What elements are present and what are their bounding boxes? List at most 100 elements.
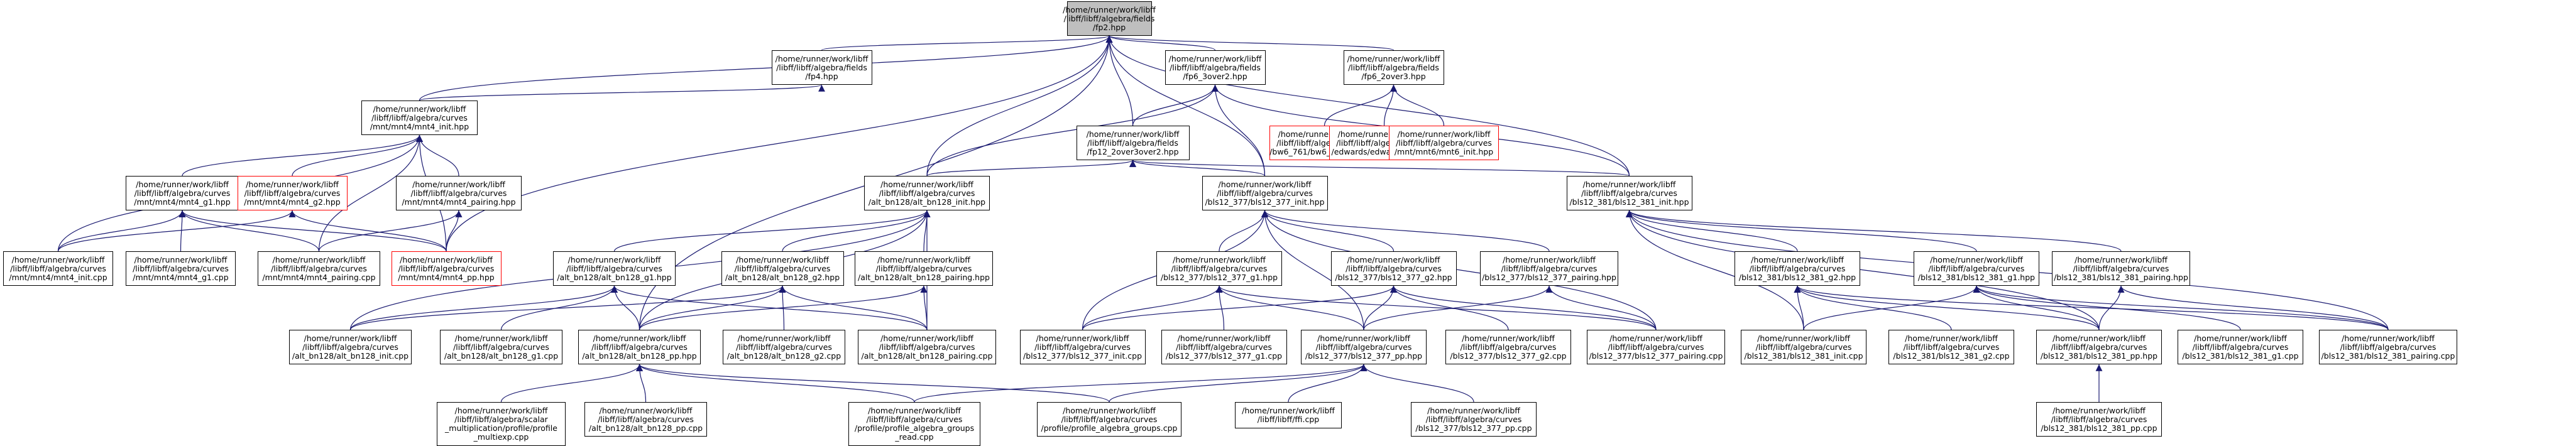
- graph-node-bn128-pairing-h[interactable]: /home/runner/work/libff /libff/libff/alg…: [855, 251, 993, 286]
- graph-edge-bn128-g1-h-to-bn128-init-h: [613, 210, 931, 252]
- graph-node-bn128-pp-cpp[interactable]: /home/runner/work/libff /libff/libff/alg…: [584, 402, 707, 437]
- graph-node-label: /home/runner/work/libff /libff/libff/alg…: [292, 333, 409, 361]
- graph-node-label: /home/runner/work/libff /libff/libff/alg…: [1917, 254, 2036, 282]
- graph-node-label: /home/runner/work/libff /libff/libff/alg…: [2321, 333, 2455, 361]
- graph-edge-bls377-pairing-h-to-bls377-init-h: [1261, 210, 1550, 252]
- graph-node-mnt4-g1-cpp[interactable]: /home/runner/work/libff /libff/libff/alg…: [126, 251, 236, 286]
- graph-node-fp4[interactable]: /home/runner/work/libff /libff/libff/alg…: [771, 50, 872, 85]
- graph-node-bn128-pairing-cpp[interactable]: /home/runner/work/libff /libff/libff/alg…: [858, 330, 996, 364]
- graph-node-bls377-pairing-h[interactable]: /home/runner/work/libff /libff/libff/alg…: [1480, 251, 1618, 286]
- graph-node-fp2: /home/runner/work/libff /libff/libff/alg…: [1063, 1, 1156, 36]
- graph-edge-mnt4-g1-h-to-mnt4-init: [182, 134, 423, 177]
- graph-node-bls381-init-cpp[interactable]: /home/runner/work/libff /libff/libff/alg…: [1741, 330, 1866, 364]
- graph-node-label: /home/runner/work/libff /libff/libff/alg…: [557, 254, 672, 282]
- graph-edge-bn128-init-cpp-to-bn128-g1-h: [349, 285, 618, 330]
- graph-node-bn128-init-h[interactable]: /home/runner/work/libff /libff/libff/alg…: [864, 176, 990, 210]
- graph-node-multiexp-cpp[interactable]: /home/runner/work/libff /libff/libff/alg…: [437, 402, 566, 446]
- graph-node-bls381-g2-h[interactable]: /home/runner/work/libff /libff/libff/alg…: [1735, 251, 1860, 286]
- graph-node-bls377-g2-cpp[interactable]: /home/runner/work/libff /libff/libff/alg…: [1445, 330, 1571, 364]
- graph-edge-bn128-init-h-to-fp2: [926, 35, 1113, 177]
- graph-node-label: /home/runner/work/libff /libff/libff/alg…: [1893, 333, 2010, 361]
- graph-edge-bls377-pairing-cpp-to-bls377-pairing-h: [1545, 285, 1657, 330]
- graph-node-groups-read-cpp[interactable]: /home/runner/work/libff /libff/libff/alg…: [848, 402, 980, 446]
- graph-edge-mnt4-pairing-cpp-to-mnt4-init: [318, 134, 423, 252]
- graph-edge-mnt4-pp-h-to-mnt4-g1-h: [178, 210, 447, 252]
- graph-node-bls381-pairing-cpp[interactable]: /home/runner/work/libff /libff/libff/alg…: [2319, 330, 2457, 364]
- graph-node-mnt4-init[interactable]: /home/runner/work/libff /libff/libff/alg…: [361, 101, 478, 135]
- graph-edge-mnt4-g2-h-to-mnt4-init: [292, 134, 423, 177]
- graph-node-mnt4-pairing-h[interactable]: /home/runner/work/libff /libff/libff/alg…: [396, 176, 522, 210]
- graph-edge-bls381-pairing-cpp-to-bls381-pairing-h: [2117, 285, 2389, 330]
- graph-node-bls381-pp-h[interactable]: /home/runner/work/libff /libff/libff/alg…: [2036, 330, 2162, 364]
- graph-node-label: /home/runner/work/libff /libff/libff/alg…: [1738, 254, 1856, 282]
- graph-node-bls381-g1-h[interactable]: /home/runner/work/libff /libff/libff/alg…: [1914, 251, 2039, 286]
- graph-node-bn128-g2-h[interactable]: /home/runner/work/libff /libff/libff/alg…: [721, 251, 844, 286]
- graph-node-label: /home/runner/work/libff /libff/libff/alg…: [262, 254, 376, 282]
- graph-node-mnt4-init-cpp[interactable]: /home/runner/work/libff /libff/libff/alg…: [3, 251, 113, 286]
- graph-edge-multiexp-cpp-to-bn128-pp-h: [500, 364, 643, 403]
- graph-node-ffi-cpp[interactable]: /home/runner/work/libff /libff/libff/ffi…: [1235, 402, 1342, 428]
- graph-node-fp6-3over2[interactable]: /home/runner/work/libff /libff/libff/alg…: [1165, 50, 1266, 85]
- graph-edge-bls377-pp-h-to-bls377-init-h: [1261, 210, 1364, 330]
- graph-node-fp12-2over3over2[interactable]: /home/runner/work/libff /libff/libff/alg…: [1076, 126, 1190, 160]
- graph-node-bls377-pairing-cpp[interactable]: /home/runner/work/libff /libff/libff/alg…: [1587, 330, 1725, 364]
- graph-node-bls377-init-h[interactable]: /home/runner/work/libff /libff/libff/alg…: [1202, 176, 1328, 210]
- graph-node-bls381-g2-cpp[interactable]: /home/runner/work/libff /libff/libff/alg…: [1888, 330, 2014, 364]
- graph-node-mnt4-g2-h[interactable]: /home/runner/work/libff /libff/libff/alg…: [237, 176, 348, 210]
- graph-node-label: /home/runner/work/libff /libff/libff/alg…: [1160, 254, 1278, 282]
- graph-edge-bls377-pairing-cpp-to-bls377-init-h: [1261, 210, 1657, 330]
- graph-node-mnt4-g1-h[interactable]: /home/runner/work/libff /libff/libff/alg…: [126, 176, 239, 210]
- graph-node-label: /home/runner/work/libff /libff/libff/alg…: [1335, 254, 1452, 282]
- graph-node-bls377-g1-h[interactable]: /home/runner/work/libff /libff/libff/alg…: [1156, 251, 1282, 286]
- graph-node-bls377-g1-cpp[interactable]: /home/runner/work/libff /libff/libff/alg…: [1161, 330, 1287, 364]
- graph-node-bn128-g1-h[interactable]: /home/runner/work/libff /libff/libff/alg…: [553, 251, 676, 286]
- graph-node-label: /home/runner/work/libff /libff/libff/alg…: [133, 254, 229, 282]
- graph-edge-bls381-init-cpp-to-bls381-g1-h: [1803, 285, 1980, 330]
- graph-node-bls377-pp-cpp[interactable]: /home/runner/work/libff /libff/libff/alg…: [1411, 402, 1537, 437]
- graph-edge-bn128-pp-h-to-bn128-g2-h: [639, 285, 786, 330]
- graph-node-label: /home/runner/work/libff /libff/libff/alg…: [1168, 53, 1262, 81]
- graph-node-mnt4-pp-h[interactable]: /home/runner/work/libff /libff/libff/alg…: [391, 251, 501, 286]
- graph-node-fp6-2over3[interactable]: /home/runner/work/libff /libff/libff/alg…: [1343, 50, 1444, 85]
- graph-node-label: /home/runner/work/libff /libff/libff/alg…: [402, 179, 516, 207]
- graph-edge-bls377-init-cpp-to-bls377-g2-h: [1082, 285, 1397, 330]
- graph-node-bn128-init-cpp[interactable]: /home/runner/work/libff /libff/libff/alg…: [289, 330, 412, 364]
- graph-node-label: /home/runner/work/libff /libff/libff/ffi…: [1242, 406, 1335, 424]
- graph-edge-bls377-pp-cpp-to-bls377-pp-h: [1360, 364, 1474, 403]
- graph-node-bn128-pp-h[interactable]: /home/runner/work/libff /libff/libff/alg…: [578, 330, 701, 364]
- graph-edge-bn128-pairing-cpp-to-bn128-g2-h: [779, 285, 928, 330]
- graph-edge-bn128-pairing-cpp-to-bn128-g1-h: [611, 285, 928, 330]
- graph-node-label: /home/runner/work/libff /libff/libff/alg…: [1589, 333, 1723, 361]
- graph-node-bls377-pp-h[interactable]: /home/runner/work/libff /libff/libff/alg…: [1301, 330, 1427, 364]
- graph-edge-bls381-pp-h-to-bls381-g2-h: [1794, 285, 2100, 330]
- graph-node-bn128-g1-cpp[interactable]: /home/runner/work/libff /libff/libff/alg…: [440, 330, 562, 364]
- graph-edge-bn128-init-cpp-to-bn128-g2-h: [349, 285, 786, 330]
- graph-node-bls381-pairing-h[interactable]: /home/runner/work/libff /libff/libff/alg…: [2052, 251, 2190, 286]
- graph-node-label: /home/runner/work/libff /libff/libff/alg…: [1394, 129, 1494, 156]
- graph-node-bls381-init-h[interactable]: /home/runner/work/libff /libff/libff/alg…: [1566, 176, 1692, 210]
- graph-node-bn128-g2-cpp[interactable]: /home/runner/work/libff /libff/libff/alg…: [723, 330, 845, 364]
- graph-node-bls381-g1-cpp[interactable]: /home/runner/work/libff /libff/libff/alg…: [2178, 330, 2303, 364]
- graph-edge-mnt6-init-to-fp6-2over3: [1390, 84, 1445, 126]
- graph-node-groups-cpp[interactable]: /home/runner/work/libff /libff/libff/alg…: [1037, 402, 1181, 437]
- graph-node-label: /home/runner/work/libff /libff/libff/alg…: [1022, 333, 1143, 361]
- graph-node-label: /home/runner/work/libff /libff/libff/alg…: [1569, 179, 1689, 207]
- graph-node-bls377-init-cpp[interactable]: /home/runner/work/libff /libff/libff/alg…: [1019, 330, 1146, 364]
- graph-edge-bls381-pairing-h-to-bls381-init-h: [1626, 210, 2122, 252]
- graph-node-mnt4-pairing-cpp[interactable]: /home/runner/work/libff /libff/libff/alg…: [258, 251, 380, 286]
- graph-node-bls381-pp-cpp[interactable]: /home/runner/work/libff /libff/libff/alg…: [2036, 402, 2162, 437]
- graph-node-label: /home/runner/work/libff /libff/libff/alg…: [445, 406, 557, 442]
- graph-node-label: /home/runner/work/libff /libff/libff/alg…: [444, 333, 559, 361]
- graph-node-label: /home/runner/work/libff /libff/libff/alg…: [398, 254, 495, 282]
- graph-edge-bls377-pairing-cpp-to-bls377-g1-h: [1215, 285, 1657, 330]
- graph-edge-mnt4-pp-h-to-mnt4-g2-h: [288, 210, 447, 252]
- graph-edge-bls377-pp-h-to-bls377-pairing-h: [1363, 285, 1553, 330]
- graph-edge-fp6-3over2-to-fp2: [1105, 35, 1216, 51]
- edge-layer: [57, 35, 2389, 403]
- graph-node-label: /home/runner/work/libff /libff/libff/alg…: [861, 333, 993, 361]
- graph-node-mnt6-init[interactable]: /home/runner/work/libff /libff/libff/alg…: [1389, 126, 1499, 160]
- graph-node-bls377-g2-h[interactable]: /home/runner/work/libff /libff/libff/alg…: [1330, 251, 1457, 286]
- graph-edge-bls381-g1-h-to-bls381-init-h: [1626, 210, 1977, 252]
